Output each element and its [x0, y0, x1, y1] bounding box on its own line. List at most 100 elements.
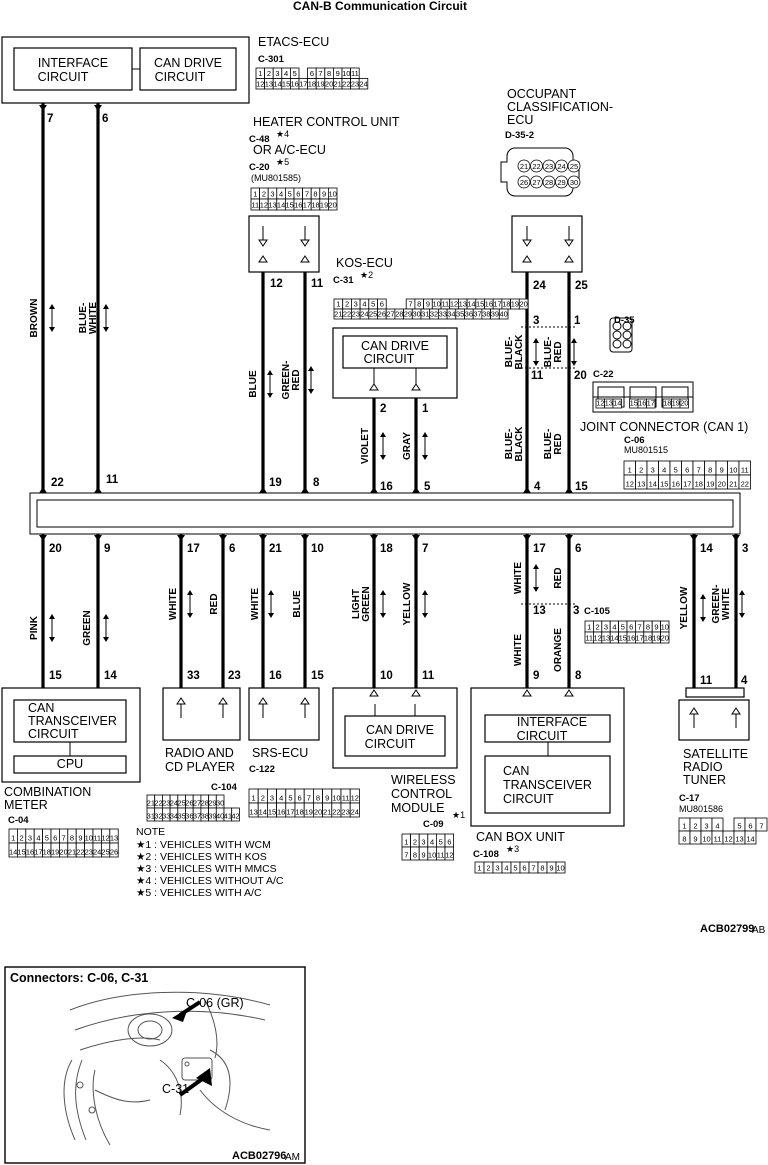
- svg-text:GREEN: GREEN: [82, 610, 93, 646]
- svg-text:19: 19: [511, 300, 519, 309]
- svg-text:4: 4: [279, 794, 283, 803]
- svg-text:8: 8: [413, 851, 417, 860]
- diagram-title: CAN-B Communication Circuit: [293, 0, 467, 13]
- svg-text:RED: RED: [553, 341, 564, 362]
- svg-text:7: 7: [408, 300, 412, 309]
- inset-code: ACB02796: [232, 1150, 286, 1162]
- satellite-name-2: RADIO: [683, 760, 723, 774]
- dashboard-sketch: [63, 991, 271, 1146]
- combination-block1-line2: TRANSCEIVER: [28, 714, 117, 728]
- svg-text:13: 13: [735, 835, 743, 844]
- svg-text:BLUE: BLUE: [248, 370, 259, 398]
- radio-cd-player: RADIO AND CD PLAYER C-104: [162, 687, 241, 793]
- pin-number: 11: [422, 670, 435, 682]
- connector-location-inset: Connectors: C-06, C-31 C-06 (GR) C-31 AC…: [4, 966, 306, 1164]
- svg-text:1: 1: [682, 822, 686, 831]
- terminal-symbol: [300, 697, 310, 705]
- svg-text:21: 21: [323, 808, 331, 817]
- canbox-block2-line3: CIRCUIT: [503, 792, 554, 806]
- svg-text:24: 24: [359, 80, 367, 89]
- inset-title: Connectors: C-06, C-31: [10, 971, 148, 985]
- svg-text:35: 35: [456, 310, 464, 319]
- wireless-candrive-label-1: CAN DRIVE: [366, 723, 434, 737]
- svg-text:WHITE: WHITE: [513, 634, 524, 667]
- svg-text:12: 12: [101, 834, 109, 843]
- svg-text:14: 14: [610, 634, 618, 643]
- svg-text:21: 21: [520, 162, 528, 171]
- svg-text:29: 29: [557, 178, 565, 187]
- kos-name: KOS-ECU: [336, 256, 393, 270]
- pin-number: 13: [533, 605, 546, 617]
- svg-text:20: 20: [519, 300, 527, 309]
- svg-text:27: 27: [532, 178, 540, 187]
- svg-text:1: 1: [253, 190, 257, 199]
- svg-text:17: 17: [286, 808, 294, 817]
- combination-block1-line3: CIRCUIT: [28, 727, 79, 741]
- note-4: ★4 : VEHICLES WITHOUT A/C: [136, 875, 284, 887]
- svg-text:16: 16: [294, 201, 302, 210]
- svg-text:28: 28: [545, 178, 553, 187]
- svg-text:12: 12: [593, 634, 601, 643]
- svg-text:3: 3: [421, 838, 425, 847]
- pin-number: 11: [311, 278, 324, 290]
- svg-text:38: 38: [482, 310, 490, 319]
- wire-color-label: WHITE: [513, 562, 524, 595]
- wire-color-label: BROWN: [29, 299, 40, 338]
- svg-text:3: 3: [270, 190, 274, 199]
- pin-number: 15: [575, 481, 588, 493]
- joint-top-connector: C-22: [593, 369, 614, 380]
- svg-text:19: 19: [320, 201, 328, 210]
- pin-number: 1: [422, 403, 429, 415]
- svg-text:40: 40: [499, 310, 507, 319]
- pin-number: 11: [106, 474, 119, 486]
- occupant-mid-connector: D-35: [614, 315, 635, 326]
- notes-block: NOTE ★1 : VEHICLES WITH WCM ★2 : VEHICLE…: [136, 826, 284, 899]
- note-2: ★2 : VEHICLES WITH KOS: [136, 851, 267, 863]
- wire-color-label: ORANGE: [553, 628, 564, 672]
- heater-part-number: (MU801585): [251, 173, 301, 183]
- connector-d35-2-pin: [530, 159, 543, 173]
- svg-text:10: 10: [556, 864, 564, 873]
- pin-number: 6: [575, 543, 581, 555]
- wire-color-label: BLUE: [292, 590, 303, 618]
- satellite-name-1: SATELLITE: [683, 747, 748, 761]
- svg-text:20: 20: [325, 80, 333, 89]
- pin-number: 8: [313, 477, 320, 489]
- radio-name-1: RADIO AND: [165, 746, 234, 760]
- satellite-radio-tuner: SATELLITE RADIO TUNER C-17 MU801586: [678, 687, 750, 814]
- svg-text:11: 11: [441, 300, 449, 309]
- svg-text:6: 6: [447, 838, 451, 847]
- svg-text:10: 10: [85, 834, 93, 843]
- svg-text:WHITE: WHITE: [168, 588, 179, 621]
- svg-text:7: 7: [318, 69, 322, 78]
- svg-text:16: 16: [627, 634, 635, 643]
- pin-number: 20: [574, 370, 587, 382]
- svg-text:10: 10: [702, 835, 710, 844]
- wire-color-label: PINK: [29, 615, 40, 640]
- svg-text:5: 5: [293, 69, 297, 78]
- kos-candrive-label-2: CIRCUIT: [364, 352, 415, 366]
- svg-text:21: 21: [147, 799, 155, 808]
- svg-text:26: 26: [185, 799, 193, 808]
- wireless-name-3: MODULE: [391, 801, 444, 815]
- svg-text:7: 7: [404, 851, 408, 860]
- wire-color-label: GREEN-RED: [281, 361, 302, 400]
- svg-text:23: 23: [352, 310, 360, 319]
- svg-text:7: 7: [62, 834, 66, 843]
- canbox-block2-line1: CAN: [503, 764, 529, 778]
- wireless-note: ★1: [452, 810, 465, 820]
- svg-text:34: 34: [447, 310, 455, 319]
- svg-text:23: 23: [545, 162, 553, 171]
- wire-junction-arrow: [39, 487, 47, 493]
- pin-number: 21: [269, 543, 282, 555]
- wire-color-label: BLUE: [248, 370, 259, 398]
- svg-text:33: 33: [162, 812, 170, 821]
- svg-text:4: 4: [504, 864, 508, 873]
- svg-text:25: 25: [177, 799, 185, 808]
- connector-d35-2-pin: [542, 159, 556, 173]
- svg-text:RED: RED: [553, 433, 564, 454]
- etacs-interface-label-2: CIRCUIT: [38, 70, 89, 84]
